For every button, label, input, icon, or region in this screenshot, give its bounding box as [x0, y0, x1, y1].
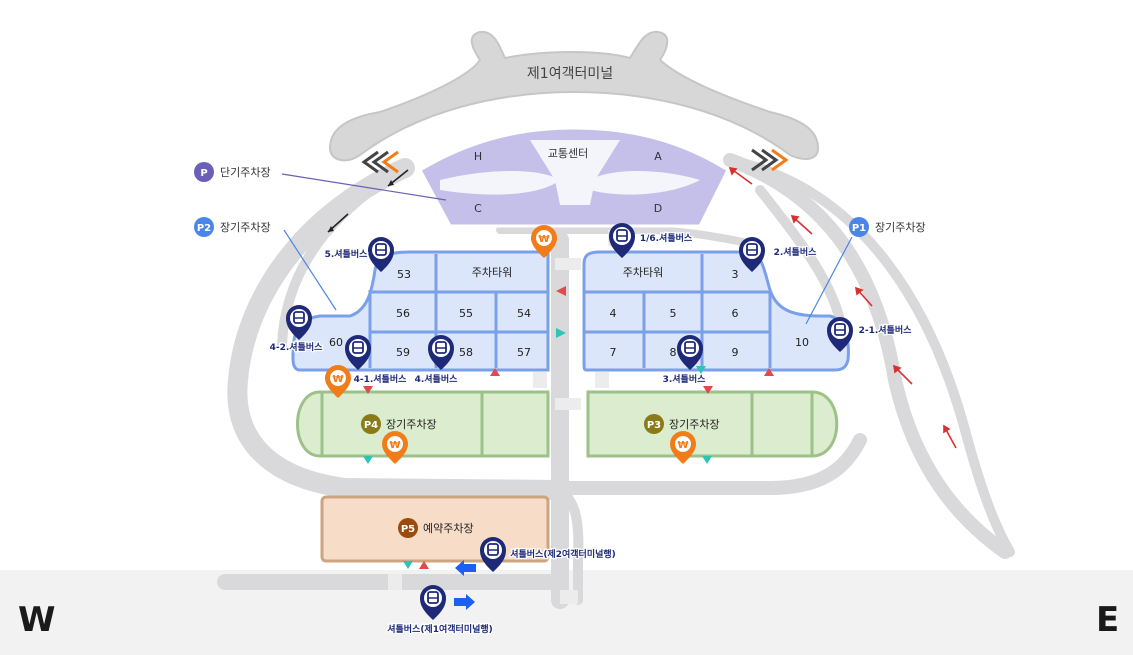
shuttle-stop-s21[interactable]: 2-1.셔틀버스: [827, 317, 913, 352]
compass-east: E: [1096, 600, 1120, 640]
lot-label-p5: 예약주차장: [423, 521, 474, 535]
lot-label-p2: 장기주차장: [220, 221, 271, 234]
zone-5: 5: [670, 307, 677, 320]
shuttle-stop-s2[interactable]: 2.셔틀버스: [739, 237, 818, 272]
p1-parking-tower: [582, 250, 850, 372]
zone-7: 7: [610, 346, 617, 359]
payment-icon: ₩: [531, 225, 557, 258]
lot-badge-p3: P3 장기주차장: [644, 414, 720, 434]
svg-text:P: P: [200, 168, 207, 179]
gate-d: D: [654, 202, 662, 215]
gate-a: A: [654, 150, 662, 163]
lot-badge-p4: P4 장기주차장: [361, 414, 437, 434]
zone-8: 8: [670, 346, 677, 359]
shuttle-stop-label: 4-2.셔틀버스: [270, 341, 324, 353]
transport-center-label: 교통센터: [548, 147, 588, 160]
shuttle-stop-label: 2.셔틀버스: [774, 246, 818, 258]
zone-57: 57: [517, 346, 531, 359]
lot-badge-p5: P5 예약주차장: [398, 518, 474, 538]
payment-icon: ₩: [670, 431, 696, 464]
shuttle-stops: 5.셔틀버스 1/6.셔틀버스 2.셔틀버스 4-2.셔틀버스 2-1.셔틀버스 4-1.…: [268, 223, 913, 636]
tower-label-west: 주차타워: [472, 266, 512, 279]
shuttle-stop-label: 4-1.셔틀버스: [354, 373, 408, 385]
shuttle-stop-s4[interactable]: 4.셔틀버스: [413, 335, 459, 386]
zone-4: 4: [610, 307, 617, 320]
lot-label-p1: 장기주차장: [875, 221, 926, 234]
gate-h: H: [474, 150, 482, 163]
shuttle-stop-s42[interactable]: 4-2.셔틀버스: [268, 305, 324, 354]
shuttle-stop-s3[interactable]: 3.셔틀버스: [661, 335, 707, 386]
shuttle-stop-label: 1/6.셔틀버스: [640, 232, 693, 244]
svg-text:P2: P2: [197, 223, 211, 234]
lot-label-p3: 장기주차장: [669, 418, 720, 431]
svg-text:₩: ₩: [677, 440, 688, 451]
shuttle-stop-label: 5.셔틀버스: [325, 248, 369, 260]
zone-53: 53: [397, 268, 411, 281]
svg-text:₩: ₩: [538, 234, 549, 245]
tower-label-east: 주차타워: [623, 266, 663, 279]
shuttle-stop-label: 셔틀버스(제2여객터미널행): [510, 548, 616, 560]
p4-parking-lot: [296, 390, 550, 458]
shuttle-stop-s5[interactable]: 5.셔틀버스: [323, 237, 394, 272]
zone-54: 54: [517, 307, 531, 320]
shuttle-stop-label: 셔틀버스(제1여객터미널행): [387, 623, 493, 635]
lot-label-p4: 장기주차장: [386, 418, 437, 431]
shuttle-stop-s_t1[interactable]: 셔틀버스(제1여객터미널행): [386, 585, 494, 636]
zone-56: 56: [396, 307, 410, 320]
zone-6: 6: [732, 307, 739, 320]
zone-59: 59: [396, 346, 410, 359]
zone-60: 60: [329, 336, 343, 349]
svg-text:P4: P4: [364, 420, 378, 431]
lot-badge-short-term: P 단기주차장: [194, 162, 447, 201]
shuttle-stop-s16[interactable]: 1/6.셔틀버스: [609, 223, 694, 258]
payment-icon: ₩: [325, 365, 351, 398]
zone-3: 3: [732, 268, 739, 281]
lot-label-short-term: 단기주차장: [220, 166, 271, 179]
shuttle-stop-s_t2[interactable]: 셔틀버스(제2여객터미널행): [480, 537, 617, 572]
svg-text:P5: P5: [401, 524, 415, 535]
zone-10: 10: [795, 336, 809, 349]
shuttle-stop-label: 4.셔틀버스: [415, 373, 459, 385]
traffic-arrows: [327, 166, 957, 449]
svg-text:₩: ₩: [389, 440, 400, 451]
chevron-left-icon: [361, 150, 399, 174]
svg-text:₩: ₩: [332, 374, 343, 385]
terminal-name: 제1여객터미널: [527, 66, 613, 82]
svg-text:P3: P3: [647, 420, 661, 431]
p3-parking-lot: [586, 390, 839, 458]
lot-badge-p2: P2 장기주차장: [194, 217, 337, 311]
shuttle-stop-label: 2-1.셔틀버스: [859, 324, 913, 336]
entry-exit-markers: [363, 286, 774, 569]
shuttle-stop-label: 3.셔틀버스: [663, 373, 707, 385]
shuttle-stop-s41[interactable]: 4-1.셔틀버스: [345, 335, 408, 386]
gate-c: C: [474, 202, 482, 215]
zone-labels: 주차타워 주차타워 53 56 55 54 59 58 57 60 3 4 5 …: [329, 266, 809, 359]
blue-arrow-left-icon: [455, 560, 476, 576]
chevron-right-icon: [751, 148, 789, 172]
terminal-building: 제1여객터미널 교통센터 H A C D: [328, 30, 820, 228]
lot-badge-p1: P1 장기주차장: [805, 217, 926, 325]
zone-9: 9: [732, 346, 739, 359]
svg-text:P1: P1: [852, 223, 866, 234]
payment-icon: ₩: [382, 431, 408, 464]
blue-arrow-right-icon: [454, 594, 475, 610]
compass-west: W: [18, 600, 56, 640]
zone-55: 55: [459, 307, 473, 320]
zone-58: 58: [459, 346, 473, 359]
